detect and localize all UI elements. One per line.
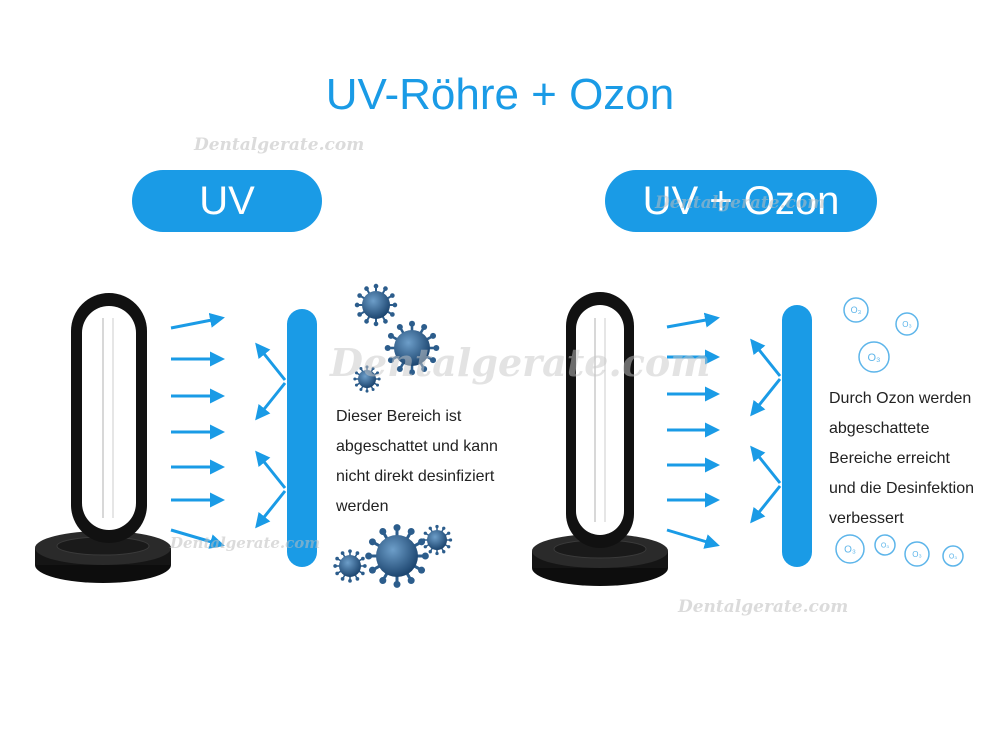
arrow-icon-group-right-incoming — [666, 312, 720, 549]
caption-right: Durch Ozon werden abgeschattete Bereiche… — [829, 384, 999, 534]
ozone-label: O₃ — [949, 553, 957, 560]
ozone-bubble-icon: O₃ — [895, 312, 919, 336]
shadow-barrier-right — [782, 305, 812, 567]
virus-icon — [353, 365, 381, 393]
caption-left-line: nicht direkt desinfiziert — [336, 468, 495, 485]
ozone-label: O₃ — [881, 542, 889, 549]
uv-lamp-icon-left — [35, 293, 171, 583]
caption-left-line: werden — [336, 498, 389, 515]
watermark: Dentalgerate.com — [194, 135, 365, 155]
virus-icon — [354, 283, 398, 327]
caption-right-line: Durch Ozon werden — [829, 390, 972, 407]
virus-icon — [421, 524, 453, 556]
arrow-icon-group-right-reflected — [750, 338, 782, 524]
caption-left-line: Dieser Bereich ist — [336, 408, 462, 425]
virus-icon-group — [333, 283, 453, 588]
caption-left: Dieser Bereich ist abgeschattet und kann… — [336, 402, 526, 522]
uv-ozone-label-pill: UV + Ozon — [605, 170, 877, 232]
caption-right-line: und die Desinfektion — [829, 480, 974, 497]
ozone-bubble-icon: O₃ — [843, 297, 869, 323]
caption-right-line: Bereiche erreicht — [829, 450, 950, 467]
virus-icon — [384, 320, 440, 376]
arrow-icon-group-left-incoming — [170, 312, 225, 549]
virus-icon — [365, 524, 429, 588]
arrow-icon-group-left-reflected — [255, 342, 287, 529]
watermark: Dentalgerate.com — [330, 340, 711, 385]
ozone-bubble-icon: O₃ — [874, 534, 896, 556]
virus-icon — [333, 549, 367, 583]
ozone-bubble-icon: O₃ — [942, 545, 964, 567]
watermark: Dentalgerate.com — [655, 193, 826, 213]
caption-right-line: abgeschattete — [829, 420, 930, 437]
caption-left-line: abgeschattet und kann — [336, 438, 498, 455]
watermark: Dentalgerate.com — [678, 597, 849, 617]
watermark: Dentalgerate.com — [170, 534, 321, 552]
caption-right-line: verbessert — [829, 510, 904, 527]
ozone-bubble-icon: O₃ — [858, 341, 890, 373]
ozone-bubble-icon: O₃ — [835, 534, 865, 564]
uv-label-pill: UV — [132, 170, 322, 232]
ozone-bubble-icon: O₃ — [904, 541, 930, 567]
uv-lamp-icon-right — [532, 292, 668, 586]
ozone-label: O₃ — [912, 550, 921, 559]
ozone-label: O₃ — [867, 352, 880, 364]
ozone-label: O₃ — [902, 320, 911, 329]
ozone-label: O₃ — [851, 305, 862, 315]
ozone-label: O₃ — [844, 545, 856, 556]
ozone-bubble-icon-group: O₃ O₃ O₃ O₃ O₃ O₃ O₃ — [835, 297, 964, 567]
shadow-barrier-left — [287, 309, 317, 567]
page-title: UV-Röhre + Ozon — [325, 70, 675, 119]
